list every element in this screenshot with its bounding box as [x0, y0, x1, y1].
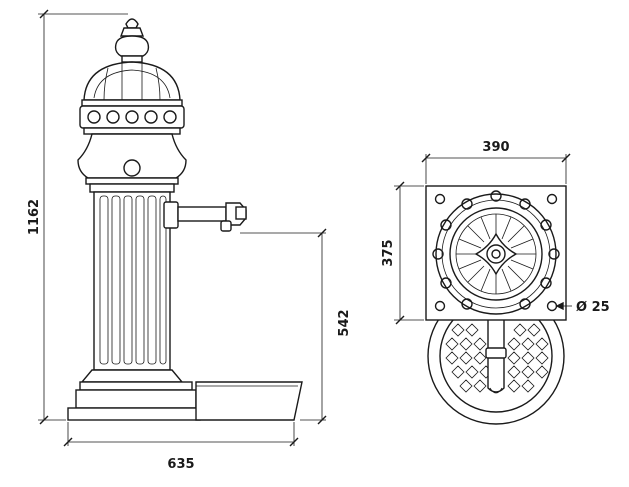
- basin-top: [427, 287, 565, 425]
- beaded-band: [79, 105, 185, 135]
- top-view: [425, 185, 567, 425]
- mounting-hole-tl: [434, 193, 446, 205]
- scalloped-crown: [432, 190, 560, 315]
- top-dimensions: 390 375 Ø 25: [381, 140, 610, 325]
- mounting-hole-bl: [434, 300, 446, 312]
- side-dimensions: 1162 542 635: [27, 9, 352, 472]
- plate-height-label: 375: [381, 239, 396, 266]
- hole-diameter-label: Ø 25: [576, 300, 610, 315]
- base: [67, 369, 201, 421]
- side-view: [67, 18, 303, 421]
- fluted-column: [93, 191, 171, 371]
- spout-height-label: 542: [337, 309, 352, 336]
- dome: [81, 61, 183, 107]
- height-total-label: 1162: [27, 199, 42, 235]
- spout: [163, 201, 247, 232]
- plate-width-label: 390: [482, 140, 509, 155]
- bulb-section: [77, 133, 187, 193]
- basin-tray: [195, 381, 303, 421]
- mounting-hole-tr: [546, 193, 558, 205]
- finial: [114, 18, 150, 63]
- base-width-label: 635: [167, 457, 194, 472]
